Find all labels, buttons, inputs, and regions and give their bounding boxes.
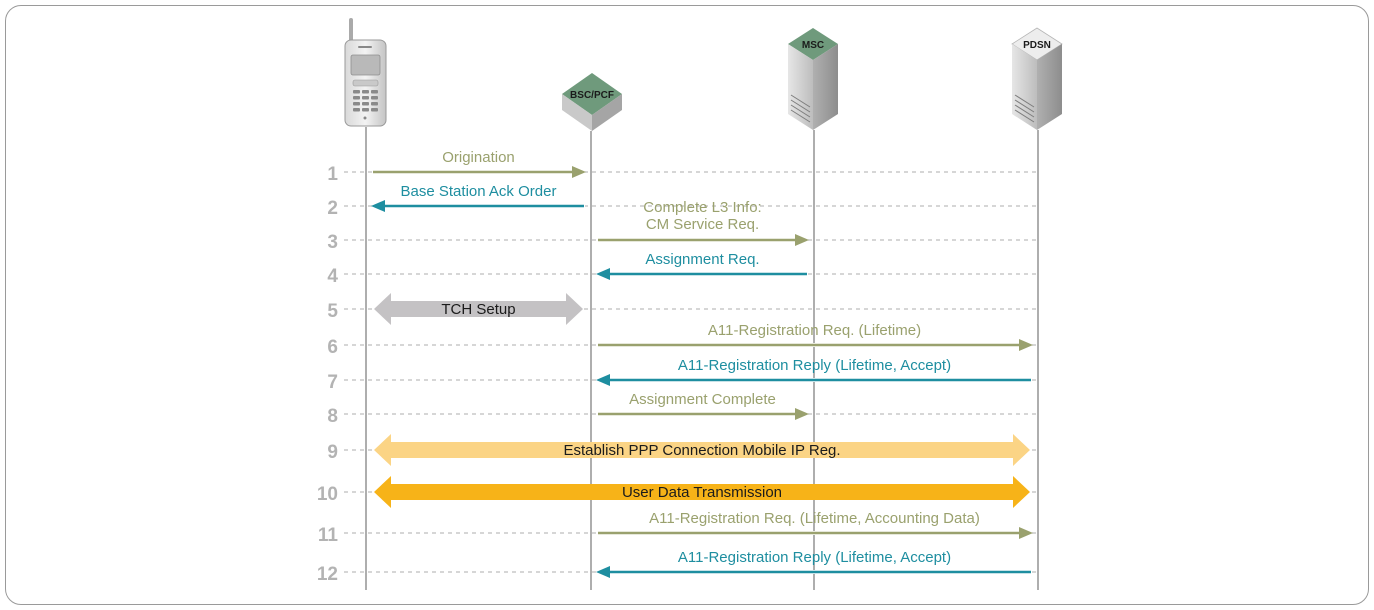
step-9: 9 Establish PPP Connection Mobile IP Reg. <box>327 434 1038 466</box>
step-12: 12 A11-Registration Reply (Lifetime, Acce… <box>317 549 1038 585</box>
step-number: 3 <box>327 232 338 253</box>
double-arrow-label: Establish PPP Connection Mobile IP Reg. <box>563 442 840 459</box>
step-number: 4 <box>327 266 338 287</box>
message-label: Assignment Req. <box>645 251 759 268</box>
bsc-pcf-label: BSC/PCF <box>570 90 614 101</box>
step-number: 7 <box>327 372 338 393</box>
step-number: 6 <box>327 337 338 358</box>
double-arrow-label: TCH Setup <box>441 301 515 318</box>
step-1: 1 Origination <box>327 149 1038 185</box>
step-4: 4 Assignment Req. <box>327 251 1038 287</box>
step-5: 5 TCH Setup <box>327 293 1038 325</box>
message-label: Base Station Ack Order <box>401 183 557 200</box>
message-arrowhead <box>596 268 610 280</box>
step-8: 8 Assignment Complete <box>327 391 1038 427</box>
message-label: Origination <box>442 149 515 166</box>
message-arrowhead <box>795 408 809 420</box>
message-label: A11-Registration Reply (Lifetime, Accept… <box>678 357 951 374</box>
message-arrowhead <box>596 374 610 386</box>
step-10: 10 User Data Transmission <box>317 476 1038 508</box>
bsc-pcf-node-icon: BSC/PCF <box>562 73 622 131</box>
step-number: 5 <box>327 301 338 322</box>
message-label: Complete L3 Info: <box>643 199 761 216</box>
message-label: Assignment Complete <box>629 391 776 408</box>
message-label: A11-Registration Req. (Lifetime) <box>708 322 921 339</box>
msc-label: MSC <box>802 40 824 51</box>
step-number: 1 <box>327 164 338 185</box>
double-arrow <box>374 293 583 325</box>
step-6: 6 A11-Registration Req. (Lifetime) <box>327 322 1038 358</box>
msc-server-icon: MSC <box>788 28 838 130</box>
step-number: 11 <box>318 525 339 546</box>
message-label-line2: CM Service Req. <box>646 216 759 233</box>
diagram-frame <box>5 5 1369 605</box>
pdsn-server-icon: PDSN <box>1011 27 1063 130</box>
mobile-phone-icon <box>344 18 387 127</box>
step-3: 3 Complete L3 Info:CM Service Req. <box>327 199 1038 253</box>
message-arrowhead <box>596 566 610 578</box>
message-label: A11-Registration Req. (Lifetime, Account… <box>649 510 980 527</box>
step-number: 10 <box>317 484 338 505</box>
message-arrowhead <box>1019 339 1033 351</box>
step-number: 12 <box>317 564 338 585</box>
step-number: 9 <box>327 442 338 463</box>
message-label: A11-Registration Reply (Lifetime, Accept… <box>678 549 951 566</box>
message-arrowhead <box>371 200 385 212</box>
lifelines <box>365 127 1039 590</box>
step-number: 2 <box>327 198 338 219</box>
message-arrowhead <box>572 166 586 178</box>
step-2: 2 Base Station Ack Order <box>327 183 1038 219</box>
message-arrowhead <box>1019 527 1033 539</box>
step-11: 11 A11-Registration Req. (Lifetime, Accou… <box>318 510 1038 546</box>
double-arrow <box>374 434 1030 466</box>
message-arrowhead <box>795 234 809 246</box>
message-steps: 1 Origination 2 Base Station Ack Order 3 Comp… <box>317 149 1038 585</box>
double-arrow-label: User Data Transmission <box>622 484 782 501</box>
step-number: 8 <box>327 406 338 427</box>
double-arrow <box>374 476 1030 508</box>
pdsn-label: PDSN <box>1023 40 1051 51</box>
step-7: 7 A11-Registration Reply (Lifetime, Accep… <box>327 357 1038 393</box>
